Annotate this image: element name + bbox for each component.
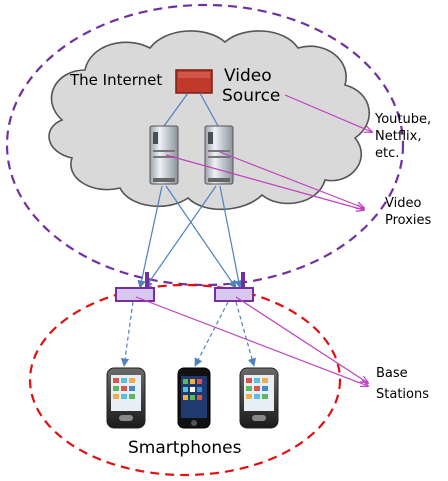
wireless-link-bs-left-to-phone-1: [120, 301, 134, 367]
wireless-boundary-ellipse: [28, 283, 342, 477]
server-icon: [204, 125, 234, 185]
link-server-right-to-bs-right: [219, 185, 243, 289]
server-icon: [149, 125, 179, 185]
smartphone-icon: [177, 367, 211, 429]
smartphones-label: Smartphones: [128, 438, 242, 458]
link-server-left-to-bs-left: [137, 185, 163, 289]
pointer-server-left-to-proxies: [165, 154, 364, 210]
base-stations-label-line2: Stations: [376, 387, 429, 402]
link-source-to-server-right: [199, 92, 219, 127]
wireless-link-bs-right-to-phone-3: [235, 301, 256, 367]
pointer-video-source-to-youtube: [284, 94, 372, 132]
link-server-right-to-bs-left: [144, 185, 217, 289]
proxies-label-line1: Video: [385, 196, 421, 211]
base-station-icon: [115, 272, 155, 302]
pointer-bs-left-to-base-stations: [135, 296, 368, 386]
link-server-left-to-bs-right: [165, 185, 237, 289]
pointer-server-right-to-proxies: [219, 151, 364, 208]
wireless-link-bs-right-to-phone-2: [194, 301, 229, 367]
base-stations-label-line1: Base: [376, 366, 408, 381]
internet-cloud: [48, 30, 370, 211]
video-source-label-line1: Video: [224, 66, 272, 86]
internet-boundary-ellipse: [5, 3, 405, 287]
smartphone-icon: [106, 367, 146, 429]
video-source-box: [175, 69, 213, 94]
video-source-label-line2: Source: [222, 86, 280, 106]
link-source-to-server-left: [163, 92, 189, 127]
youtube-label-line2: Netflix,: [375, 129, 421, 144]
proxies-label-line2: Proxies: [385, 213, 432, 228]
pointer-bs-right-to-base-stations: [235, 296, 368, 383]
base-station-icon: [214, 272, 254, 302]
youtube-label-line3: etc.: [375, 146, 399, 161]
youtube-label-line1: Youtube,: [374, 112, 431, 127]
internet-label: The Internet: [69, 71, 162, 89]
smartphone-icon: [239, 367, 279, 429]
